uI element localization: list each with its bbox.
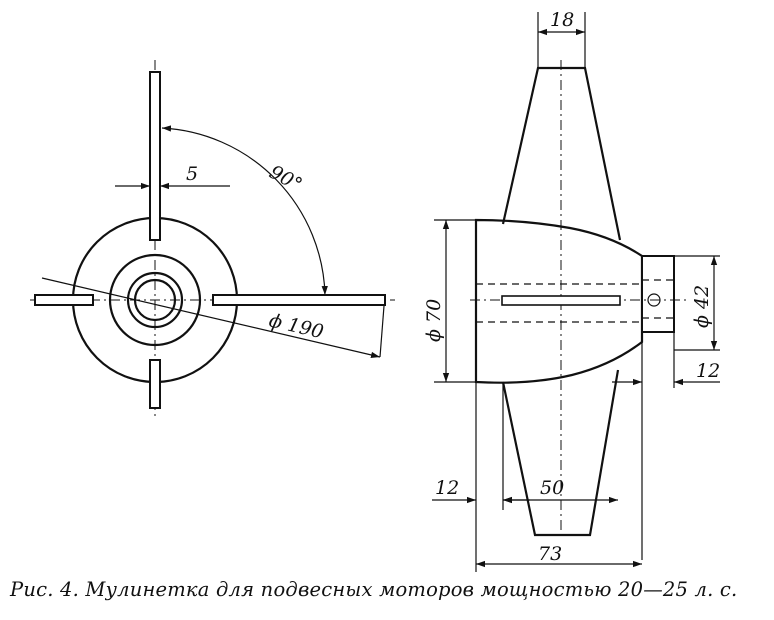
- dim-angle: 90°: [161, 125, 328, 296]
- dim-total-length: 73: [476, 543, 642, 568]
- figure-caption: Рис. 4. Мулинетка для подвесных моторов …: [10, 578, 738, 601]
- dim-blade-width: 5: [115, 163, 230, 190]
- end-view: 5 90° ϕ 190: [30, 60, 395, 420]
- blade-top: [149, 71, 161, 241]
- dim-outer-diameter: ϕ 190: [41, 277, 385, 359]
- blade-bottom: [149, 359, 161, 409]
- blade-bottom-profile: [501, 369, 620, 537]
- boss: [641, 255, 675, 333]
- dim-boss-length-label: 12: [696, 360, 720, 382]
- dim-bottom-width: 50: [503, 477, 618, 504]
- dim-left-offset-label: 12: [435, 477, 459, 499]
- dim-boss-diameter-label: ϕ 42: [691, 285, 713, 328]
- dim-blade-width-label: 5: [186, 163, 198, 185]
- dim-angle-label: 90°: [266, 161, 306, 196]
- dim-left-offset: 12: [432, 382, 530, 572]
- dim-boss-length: 12: [612, 332, 720, 560]
- dim-hub-diameter: ϕ 70: [423, 219, 476, 383]
- side-view: 18 ϕ 70 ϕ 42 12: [423, 9, 720, 572]
- dim-top-width-label: 18: [550, 9, 574, 31]
- blade-right: [212, 294, 386, 306]
- blade-slot: [501, 295, 621, 306]
- dim-boss-diameter: ϕ 42: [674, 255, 720, 351]
- dim-total-length-label: 73: [538, 543, 562, 565]
- dim-hub-diameter-label: ϕ 70: [423, 299, 445, 342]
- dim-outer-diameter-label: ϕ 190: [267, 309, 326, 343]
- blade-left: [34, 294, 94, 306]
- dim-bottom-width-label: 50: [540, 477, 564, 499]
- dim-top-width: 18: [537, 9, 586, 68]
